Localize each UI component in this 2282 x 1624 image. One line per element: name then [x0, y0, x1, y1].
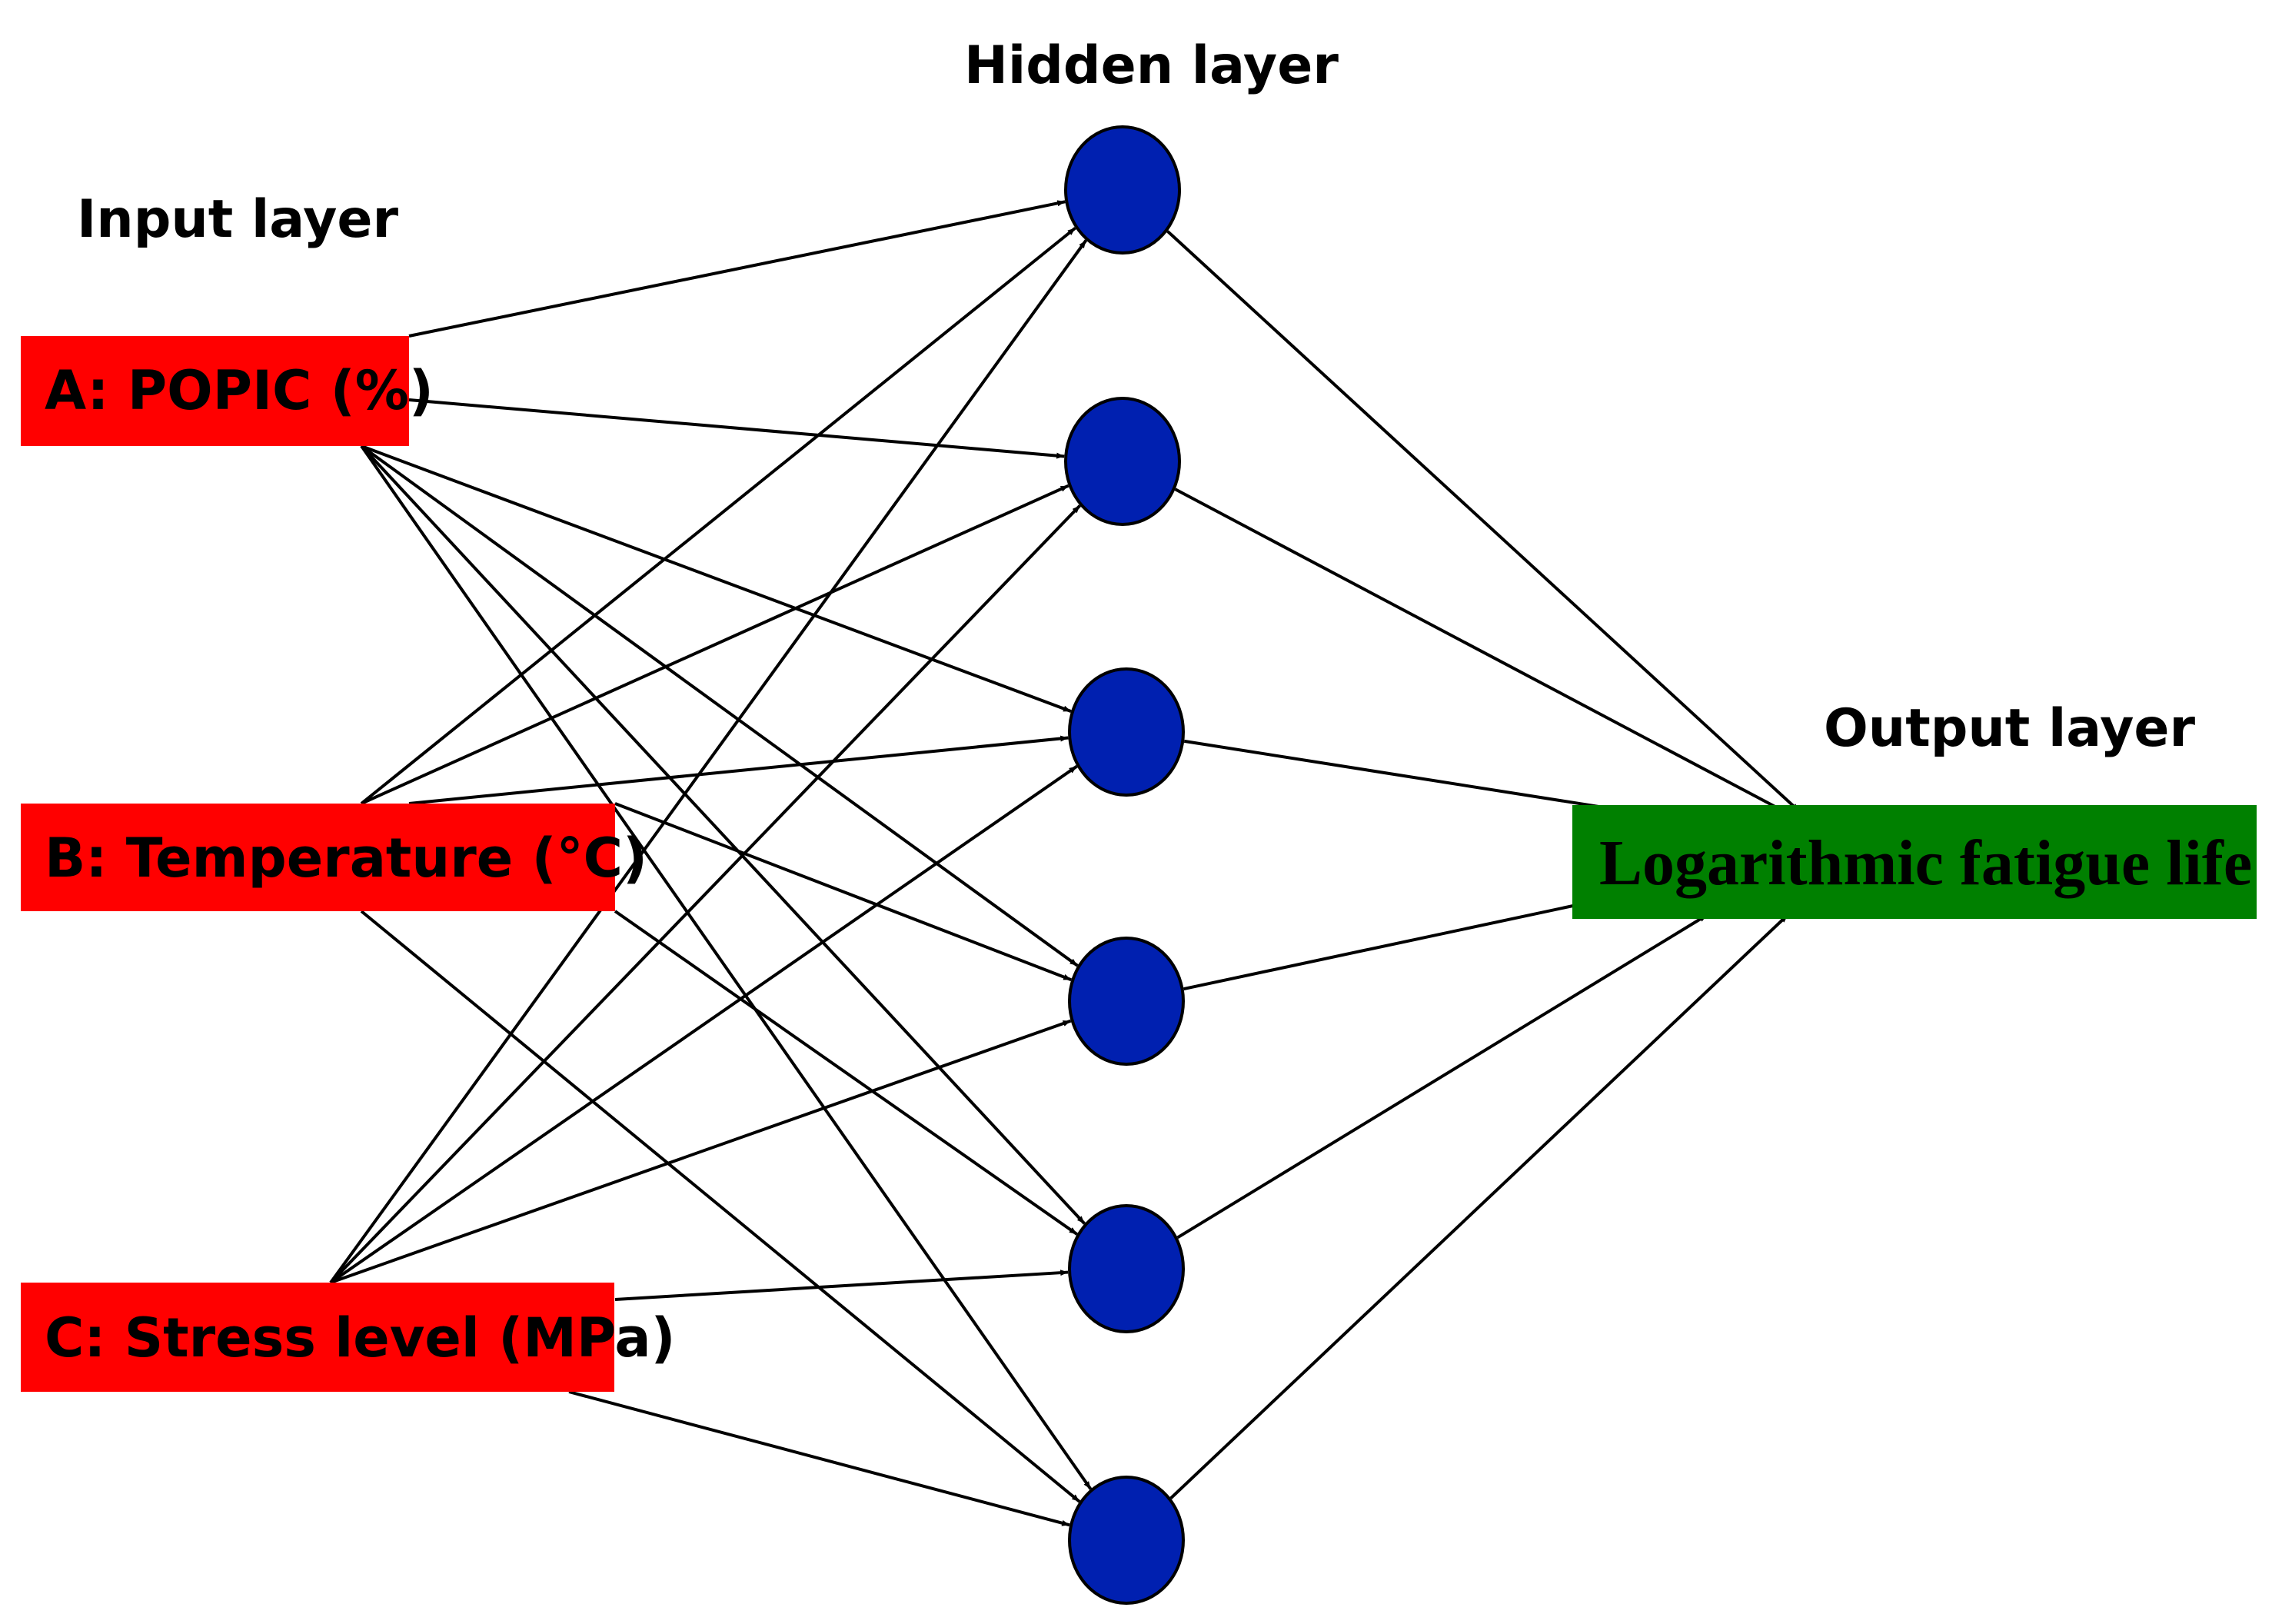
connection-arrow [361, 484, 1069, 805]
connection-arrow [360, 444, 1079, 967]
hidden-node [1068, 1476, 1185, 1605]
connection-arrow [1183, 739, 1638, 815]
connection-arrow [1183, 902, 1585, 991]
output-layer-title: Output layer [1824, 698, 2196, 759]
hidden-node [1064, 125, 1181, 255]
input-node-a: A: POPIC (%) [21, 336, 434, 446]
input-node-label: B: Temperature (°C) [45, 827, 647, 890]
connection-arrow [568, 1390, 1070, 1527]
connection-arrow [360, 444, 1086, 1225]
connection-arrow [360, 444, 1093, 1490]
input-node-c: C: Stress level (MPa) [21, 1283, 676, 1392]
hidden-node [1068, 667, 1185, 797]
connection-arrow [1176, 914, 1708, 1240]
connection-arrow [329, 504, 1082, 1284]
input-node-label: C: Stress level (MPa) [45, 1306, 676, 1369]
input-node-label: A: POPIC (%) [45, 359, 434, 422]
input-node-b: B: Temperature (°C) [21, 804, 647, 911]
connection-arrow [408, 735, 1069, 805]
output-node-label: Logarithmic fatigue life [1599, 827, 2252, 899]
connection-arrow [330, 1019, 1072, 1284]
connection-edges [329, 200, 1801, 1527]
hidden-node [1068, 1204, 1185, 1333]
connection-arrow [614, 910, 1078, 1236]
connection-arrow [614, 802, 1072, 982]
connection-arrow [614, 1270, 1069, 1301]
connection-arrow [408, 200, 1066, 338]
connection-arrow [360, 226, 1076, 805]
output-node: Logarithmic fatigue life [1572, 805, 2257, 919]
connection-arrow [329, 239, 1088, 1284]
connection-arrow [1169, 914, 1789, 1499]
connection-arrow [360, 910, 1081, 1503]
connection-arrow [329, 764, 1078, 1284]
connection-arrow [1166, 230, 1801, 813]
connection-arrow [361, 444, 1072, 713]
connection-arrow [408, 398, 1065, 459]
hidden-node [1064, 397, 1181, 526]
hidden-layer-nodes [1064, 125, 1185, 1605]
hidden-layer-title: Hidden layer [964, 35, 1339, 96]
hidden-node [1068, 937, 1185, 1066]
input-layer-title: Input layer [77, 189, 399, 250]
connection-arrow [1174, 488, 1785, 813]
